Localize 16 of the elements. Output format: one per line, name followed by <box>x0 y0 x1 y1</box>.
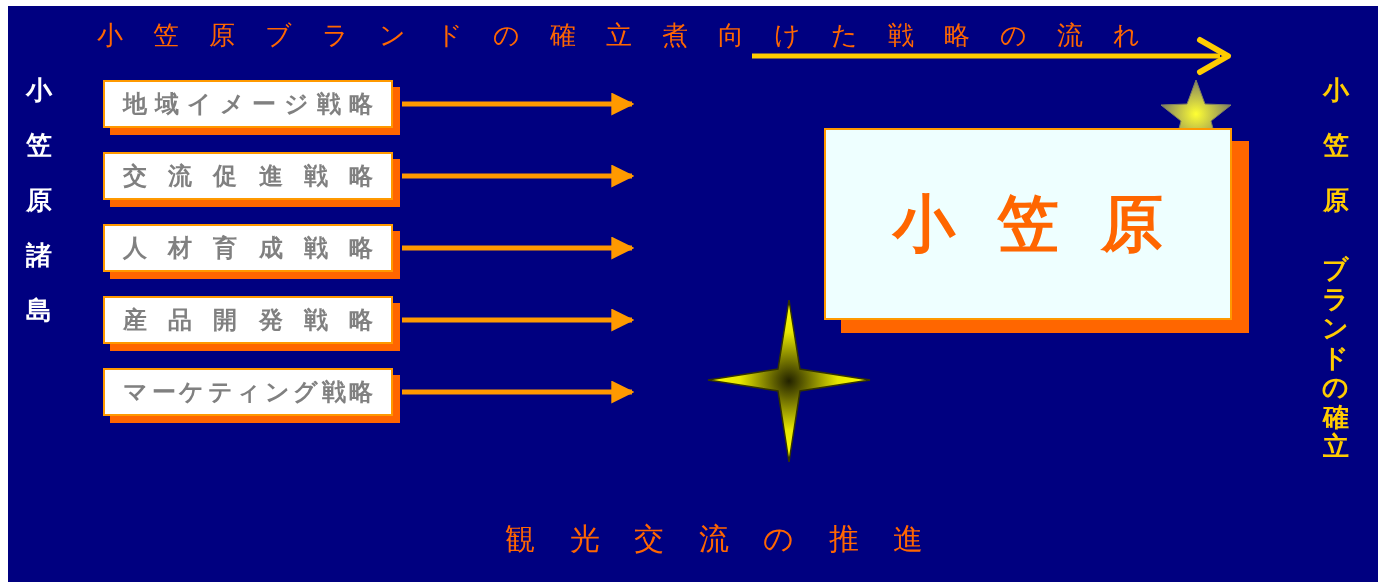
title: 小笠原ブランドの確立煮向けた戦略の流れ <box>97 20 1140 50</box>
side-label: 小笠原 <box>1322 74 1349 217</box>
strategy-label: 交流促進戦略 <box>123 162 373 190</box>
side-label: ブランドの確立 <box>1322 255 1349 462</box>
arrow <box>402 236 635 260</box>
arrow <box>402 164 635 188</box>
strategy-label: マーケティング戦略 <box>123 378 373 406</box>
strategy-label: 地域イメージ戦略 <box>123 90 373 118</box>
arrow <box>402 380 635 404</box>
arrow <box>402 92 635 116</box>
bottom-caption: 観光交流の推進 <box>505 522 923 556</box>
strategy-label: 人材育成戦略 <box>123 234 373 262</box>
island-name: 小笠原 <box>893 189 1163 259</box>
side-label: 小笠原諸島 <box>25 74 52 327</box>
arrow <box>402 308 635 332</box>
strategy-label: 産品開発戦略 <box>123 306 373 334</box>
